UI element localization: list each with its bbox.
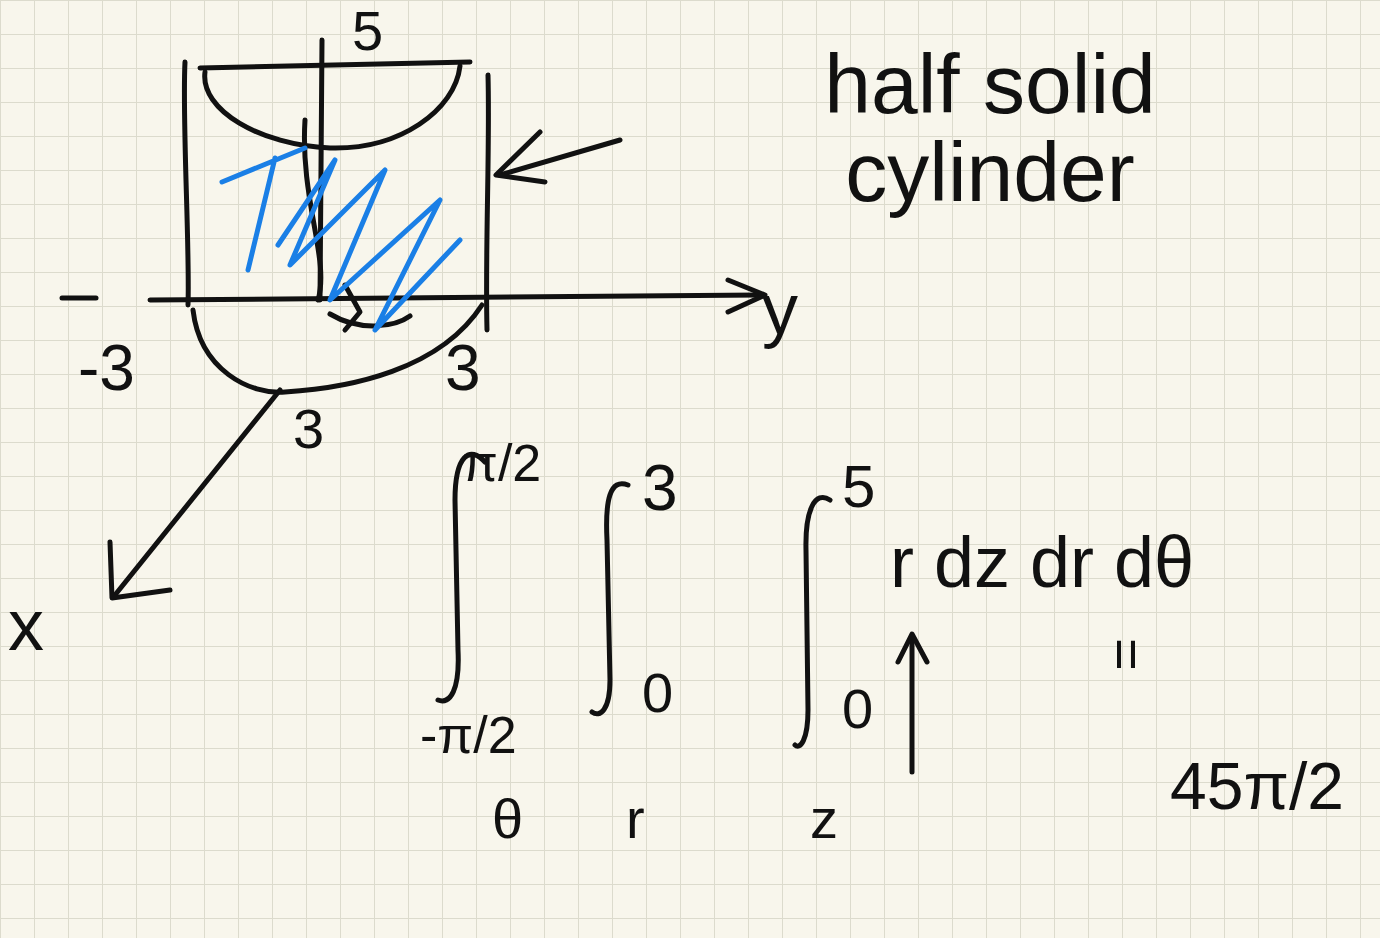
- integral-sign: [795, 497, 830, 746]
- integral-limit: π/2: [462, 436, 541, 491]
- pointer-arrow: [910, 640, 915, 772]
- integral-limit: 0: [842, 680, 873, 739]
- integral-limit: -π/2: [420, 708, 517, 763]
- arrowhead: [110, 542, 170, 598]
- note: half solid cylinder: [720, 40, 1260, 216]
- cylinder-side: [487, 75, 489, 330]
- cylinder-back-arc: [330, 314, 410, 326]
- axis-dash: [62, 296, 96, 301]
- integral-sign: [438, 454, 485, 701]
- arrowhead: [496, 132, 545, 182]
- angle-mark: [345, 285, 360, 330]
- cylinder-bottom-arc: [193, 305, 482, 392]
- dimension: -3: [78, 335, 135, 402]
- variable-label: θ: [492, 790, 523, 849]
- dimension: 5: [352, 2, 383, 61]
- arrowhead: [728, 280, 765, 312]
- integral-limit: 5: [842, 455, 875, 518]
- result: 45π/2: [1170, 752, 1344, 821]
- equals-sign: =: [1097, 638, 1156, 671]
- cylinder-top-arc: [205, 66, 460, 148]
- integrand: r dz dr dθ: [890, 525, 1194, 601]
- cylinder-top-edge: [200, 62, 470, 68]
- variable-label: z: [810, 790, 838, 849]
- dimension: 3: [293, 400, 324, 459]
- cylinder-side: [184, 62, 188, 305]
- pointer-arrow: [500, 140, 620, 175]
- dimension: 3: [445, 335, 481, 402]
- integral-limit: 3: [642, 455, 678, 522]
- x-axis: [115, 390, 280, 595]
- arrowhead: [898, 634, 927, 662]
- axis-label: x: [8, 588, 44, 664]
- integral-sign: [592, 484, 628, 714]
- y-axis: [150, 295, 760, 300]
- shading-scribble: [222, 148, 460, 330]
- variable-label: r: [626, 790, 645, 849]
- axis-label: y: [762, 272, 798, 348]
- integral-limit: 0: [642, 664, 673, 723]
